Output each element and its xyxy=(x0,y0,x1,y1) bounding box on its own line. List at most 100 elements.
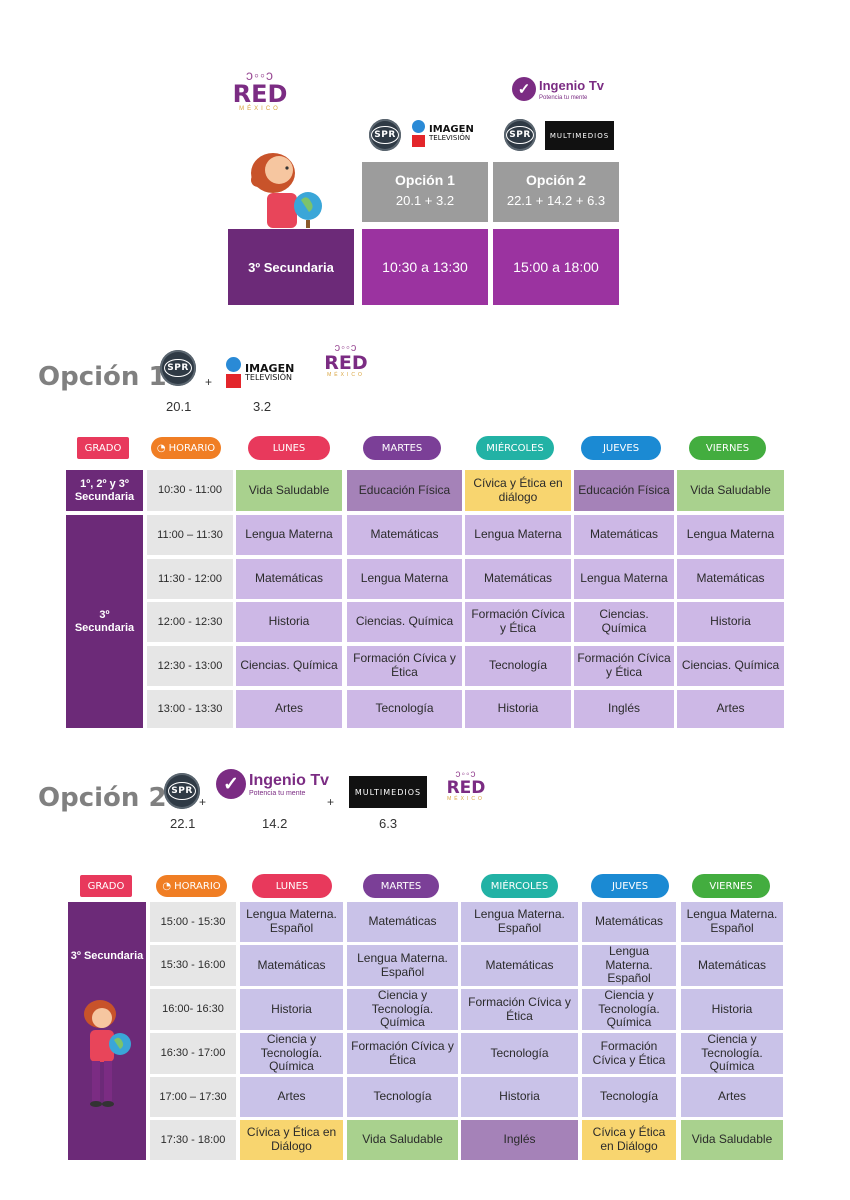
option1-grade-main: 3º Secundaria xyxy=(66,515,143,728)
class-cell: Historia xyxy=(465,690,571,728)
class-cell: Formación Cívica y Ética xyxy=(461,989,578,1030)
header-lunes: LUNES xyxy=(248,436,330,460)
time-slot: 12:30 - 13:00 xyxy=(147,646,233,686)
class-cell: Lengua Materna xyxy=(677,515,784,555)
class-cell: Lengua Materna xyxy=(465,515,571,555)
header-lunes: LUNES xyxy=(252,874,332,898)
class-cell: Ciencia y Tecnología. Química xyxy=(681,1032,783,1074)
class-cell: Vida Saludable xyxy=(236,470,342,511)
summary-option1-time: 10:30 a 13:30 xyxy=(362,229,488,305)
class-cell: Lengua Materna xyxy=(347,559,462,599)
spr-logo: SPR xyxy=(164,773,200,809)
class-cell: Artes xyxy=(677,690,784,728)
class-cell: Ciencia y Tecnología. Química xyxy=(582,988,676,1030)
multimedios-logo: MULTIMEDIOS xyxy=(349,776,427,808)
option2-plus-2: + xyxy=(327,795,335,809)
spr-logo: SPR xyxy=(504,119,536,151)
class-cell: Formación Cívica y Ética xyxy=(574,646,674,686)
class-cell: Lengua Materna. Español xyxy=(347,945,458,986)
class-cell: Vida Saludable xyxy=(681,1120,783,1160)
header-martes: MARTES xyxy=(363,436,441,460)
spr-logo: SPR xyxy=(160,350,196,386)
class-cell: Cívica y Ética en Diálogo xyxy=(240,1120,343,1160)
red-swirl-icon: ↄ◦◦ↄ xyxy=(334,342,358,354)
class-cell: Vida Saludable xyxy=(677,470,784,511)
class-cell: Cívica y Ética en Diálogo xyxy=(582,1120,676,1160)
imagen-mark-icon xyxy=(226,357,241,388)
class-cell: Inglés xyxy=(461,1120,578,1160)
time-slot: 17:30 - 18:00 xyxy=(150,1120,236,1160)
class-cell: Formación Cívica y Ética xyxy=(347,1033,458,1074)
class-cell: Matemáticas xyxy=(236,559,342,599)
time-slot: 15:00 - 15:30 xyxy=(150,902,236,942)
class-cell: Artes xyxy=(681,1077,783,1117)
summary-grade: 3º Secundaria xyxy=(228,229,354,305)
girl-globe-illustration xyxy=(251,153,322,228)
class-cell: Cívica y Ética en diálogo xyxy=(465,470,571,511)
red-swirl-icon: ↄ◦◦ↄ xyxy=(455,769,477,780)
red-mexico-logo: ↄ◦◦ↄ RED MÉXICO xyxy=(446,769,486,802)
time-slot: 11:30 - 12:00 xyxy=(147,559,233,599)
class-cell: Ciencias. Química xyxy=(677,646,784,686)
class-cell: Vida Saludable xyxy=(347,1120,458,1160)
red-mexico-logo: ↄ◦◦ↄ RED MÉXICO xyxy=(324,342,368,378)
class-cell: Ciencias. Química xyxy=(574,602,674,642)
class-cell: Formación Cívica y Ética xyxy=(465,602,571,642)
summary-option1-header: Opción 1 20.1 + 3.2 xyxy=(362,162,488,222)
class-cell: Ciencias. Química xyxy=(347,602,462,642)
class-cell: Tecnología xyxy=(461,1033,578,1074)
class-cell: Ciencias. Química xyxy=(236,646,342,686)
class-cell: Tecnología xyxy=(465,646,571,686)
time-slot: 15:30 - 16:00 xyxy=(150,945,236,986)
class-cell: Matemáticas xyxy=(582,902,676,942)
class-cell: Lengua Materna. Español xyxy=(582,944,676,986)
option1-grade-top: 1º, 2º y 3º Secundaria xyxy=(66,470,143,511)
class-cell: Historia xyxy=(681,989,783,1030)
class-cell: Matemáticas xyxy=(677,559,784,599)
option1-channel-spr: 20.1 xyxy=(166,399,192,414)
class-cell: Formación Cívica y Ética xyxy=(347,646,462,686)
time-slot: 10:30 - 11:00 xyxy=(147,470,233,511)
class-cell: Artes xyxy=(240,1077,343,1117)
class-cell: Historia xyxy=(240,989,343,1030)
class-cell: Lengua Materna xyxy=(236,515,342,555)
red-swirl-icon: ↄ◦◦ↄ xyxy=(246,67,274,83)
option2-grade: 3º Secundaria xyxy=(68,902,146,1160)
girl-globe-illustration xyxy=(84,1000,131,1107)
class-cell: Historia xyxy=(236,602,342,642)
class-cell: Educación Física xyxy=(574,470,674,511)
class-cell: Lengua Materna. Español xyxy=(461,902,578,942)
time-slot: 13:00 - 13:30 xyxy=(147,690,233,728)
time-slot: 16:00- 16:30 xyxy=(150,989,236,1030)
class-cell: Lengua Materna. Español xyxy=(240,902,343,942)
class-cell: Matemáticas xyxy=(347,902,458,942)
header-miercoles: MIÉRCOLES xyxy=(481,874,558,898)
class-cell: Ciencia y Tecnología. Química xyxy=(240,1032,343,1074)
header-horario: ◔HORARIO xyxy=(151,437,221,459)
header-viernes: VIERNES xyxy=(689,436,766,460)
summary-option2-header: Opción 2 22.1 + 14.2 + 6.3 xyxy=(493,162,619,222)
time-slot: 16:30 - 17:00 xyxy=(150,1033,236,1074)
option2-channel-spr: 22.1 xyxy=(170,816,196,831)
time-slot: 17:00 – 17:30 xyxy=(150,1077,236,1117)
header-viernes: VIERNES xyxy=(692,874,770,898)
class-cell: Lengua Materna. Español xyxy=(681,902,783,942)
class-cell: Tecnología xyxy=(347,1077,458,1117)
option2-channel-ingenio: 14.2 xyxy=(262,816,288,831)
header-jueves: JUEVES xyxy=(591,874,669,898)
class-cell: Educación Física xyxy=(347,470,462,511)
option1-plus: + xyxy=(205,375,213,389)
red-mexico-logo: ↄ◦◦ↄ RED MÉXICO xyxy=(232,67,288,112)
time-slot: 12:00 - 12:30 xyxy=(147,602,233,642)
option1-channel-imagen: 3.2 xyxy=(253,399,272,414)
imagen-mark-icon xyxy=(412,120,425,147)
class-cell: Tecnología xyxy=(347,690,462,728)
header-grado: GRADO xyxy=(77,437,129,459)
class-cell: Lengua Materna xyxy=(574,559,674,599)
header-miercoles: MIÉRCOLES xyxy=(476,436,554,460)
option1-title: Opción 1 xyxy=(38,362,167,392)
option2-title: Opción 2 xyxy=(38,783,167,813)
